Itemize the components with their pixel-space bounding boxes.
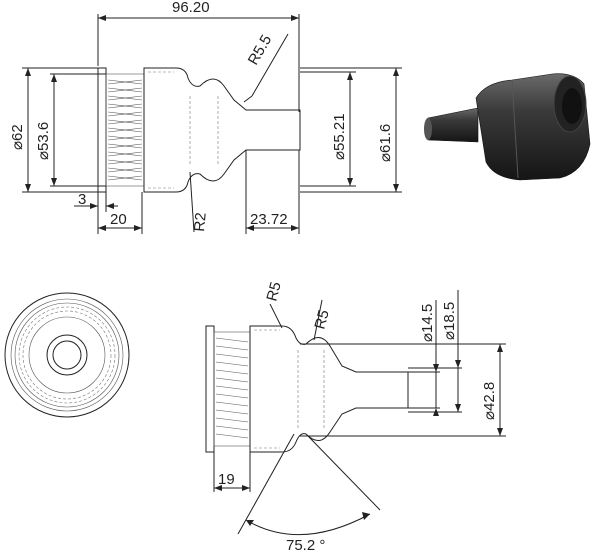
side-view: R5 R5 ⌀14.5 ⌀18.5 ⌀42.8 [205,280,506,554]
thread-hatching [107,79,143,181]
thread-len-label: 20 [110,211,127,228]
diameter-symbol: ⌀ [9,141,26,150]
diameter-symbol: ⌀ [35,151,52,160]
neck-dia-label: 55.21 [331,113,348,151]
radius-top-label: R5.5 [245,32,276,68]
radius-groove-label: R2 [191,212,210,233]
thread-dia-label: 53.6 [35,122,52,151]
svg-text:⌀61.6: ⌀61.6 [377,124,394,162]
flange-thk-label: 3 [78,191,86,208]
svg-text:⌀53.6: ⌀53.6 [35,122,52,160]
length-overall-label: 96.20 [172,0,210,16]
svg-text:⌀62: ⌀62 [9,124,26,150]
stub-len-label: 23.72 [250,211,288,228]
stub-dia-b-label: 18.5 [441,302,458,331]
svg-text:⌀42.8: ⌀42.8 [481,382,498,420]
diameter-symbol: ⌀ [331,151,348,160]
top-view: 96.20 ⌀62 ⌀53.6 [9,0,402,234]
diameter-symbol: ⌀ [441,331,458,340]
stub-dia-a-label: 14.5 [419,304,436,333]
diameter-symbol: ⌀ [419,333,436,342]
body-dia-label: 42.8 [481,382,498,411]
diameter-symbol: ⌀ [481,411,498,420]
radius-a-label: R5 [263,280,284,303]
svg-text:⌀14.5: ⌀14.5 [419,304,436,342]
flange-dia-label: 62 [9,124,26,141]
radius-b-label: R5 [311,308,332,331]
end-view [4,292,130,418]
part-render [424,73,591,181]
body-dia-label: 61.6 [377,124,394,153]
angle-label: 75.2 ° [286,537,325,554]
diameter-symbol: ⌀ [377,153,394,162]
flange-len-label: 19 [218,471,235,488]
svg-text:⌀18.5: ⌀18.5 [441,302,458,340]
svg-text:⌀55.21: ⌀55.21 [331,113,348,160]
